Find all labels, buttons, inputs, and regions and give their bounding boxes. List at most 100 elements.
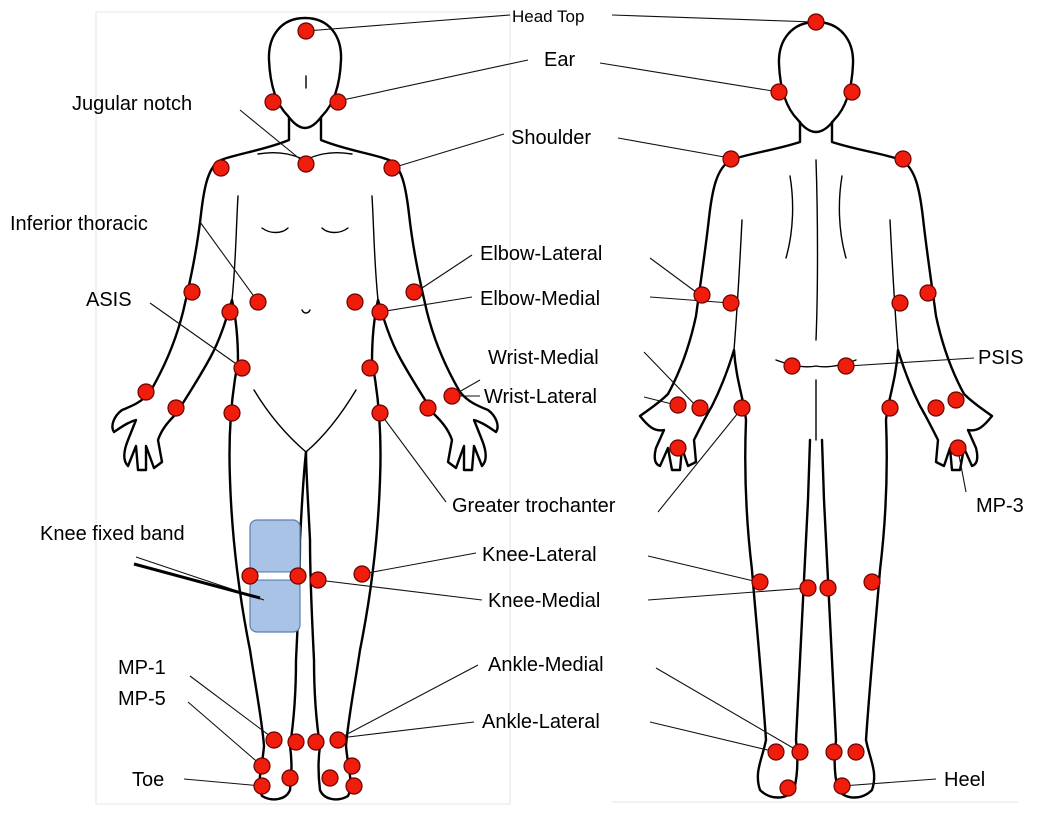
label-shoulder: Shoulder (511, 127, 591, 149)
marker-back-elbow-lateral-left (694, 287, 710, 303)
knee-band-pointer (134, 564, 260, 598)
label-mp1: MP-1 (118, 657, 166, 679)
label-head-top: Head Top (512, 7, 584, 26)
marker-back-psis-left (784, 358, 800, 374)
label-wrist-lateral: Wrist-Lateral (484, 386, 597, 408)
back-inner-arm-left (734, 220, 742, 350)
marker-back-ear-right (844, 84, 860, 100)
front-panel-edge (96, 12, 510, 804)
front-right-side (306, 118, 498, 799)
marker-front-mp5-right (344, 758, 360, 774)
marker-front-wrist-medial-right (420, 400, 436, 416)
marker-back-heel-left (780, 780, 796, 796)
marker-front-ankle-lateral-right (330, 732, 346, 748)
label-jugular-notch: Jugular notch (72, 93, 192, 115)
back-left-scapula (786, 176, 793, 258)
label-psis: PSIS (978, 347, 1024, 369)
marker-front-toe-right (346, 778, 362, 794)
marker-back-knee-lateral-left (752, 574, 768, 590)
marker-back-elbow-medial-right (892, 295, 908, 311)
marker-back-mp3-right (950, 440, 966, 456)
marker-back-knee-medial-left (800, 580, 816, 596)
back-head (779, 22, 853, 132)
marker-front-toe-left (254, 778, 270, 794)
marker-front-ankle-medial-right (308, 734, 324, 750)
marker-front-elbow-lateral-left (184, 284, 200, 300)
marker-front-knee-medial-left (290, 568, 306, 584)
marker-front-elbow-medial-right (372, 304, 388, 320)
label-heel: Heel (944, 769, 985, 791)
label-mp3: MP-3 (976, 495, 1024, 517)
marker-front-mp1-left (282, 770, 298, 786)
marker-back-ear-left (771, 84, 787, 100)
marker-back-shoulder-right (895, 151, 911, 167)
marker-back-elbow-lateral-right (920, 285, 936, 301)
marker-back-ankle-medial-left (792, 744, 808, 760)
marker-front-ear-left (265, 94, 281, 110)
label-elbow-medial: Elbow-Medial (480, 288, 600, 310)
marker-back-shoulder-left (723, 151, 739, 167)
marker-front-knee-medial-right (310, 572, 326, 588)
marker-front-ankle-lateral-left (266, 732, 282, 748)
label-ankle-lateral: Ankle-Lateral (482, 711, 600, 733)
marker-front-ear-right (330, 94, 346, 110)
marker-back-ankle-lateral-right (848, 744, 864, 760)
marker-front-knee-lateral-right (354, 566, 370, 582)
marker-back-elbow-medial-left (723, 295, 739, 311)
marker-front-wrist-lateral-right (444, 388, 460, 404)
marker-front-wrist-lateral-left (138, 384, 154, 400)
back-right-side (822, 122, 992, 798)
front-right-inner-arm (372, 196, 378, 300)
marker-back-wrist-lateral-right (948, 392, 964, 408)
marker-front-asis-left (234, 360, 250, 376)
label-asis: ASIS (86, 289, 132, 311)
marker-front-trochanter-left (224, 405, 240, 421)
marker-front-ankle-medial-left (288, 734, 304, 750)
marker-back-ankle-medial-right (826, 744, 842, 760)
marker-front-shoulder-left (213, 160, 229, 176)
label-wrist-medial: Wrist-Medial (488, 347, 599, 369)
label-knee-lateral: Knee-Lateral (482, 544, 597, 566)
front-left-nipple (262, 228, 288, 233)
label-mp5: MP-5 (118, 688, 166, 710)
marker-back-trochanter-right (882, 400, 898, 416)
marker-front-elbow-lateral-right (406, 284, 422, 300)
label-ankle-medial: Ankle-Medial (488, 654, 604, 676)
marker-back-wrist-medial-right (928, 400, 944, 416)
marker-back-wrist-medial-left (692, 400, 708, 416)
label-knee-fixed-band: Knee fixed band (40, 523, 185, 545)
label-greater-trochanter: Greater trochanter (452, 495, 616, 517)
label-knee-medial: Knee-Medial (488, 590, 600, 612)
front-groin (254, 390, 356, 452)
knee-band-upper (250, 520, 300, 572)
marker-back-trochanter-left (734, 400, 750, 416)
marker-back-ankle-lateral-left (768, 744, 784, 760)
label-toe: Toe (132, 769, 164, 791)
marker-front-inferior-thoracic-left (250, 294, 266, 310)
marker-front-shoulder-right (384, 160, 400, 176)
marker-back-head-top (808, 14, 824, 30)
marker-front-asis-right (362, 360, 378, 376)
back-right-scapula (839, 176, 846, 258)
knee-band-lower (250, 580, 300, 632)
marker-front-jugular-notch (298, 156, 314, 172)
marker-front-inferior-thoracic-right (347, 294, 363, 310)
marker-front-wrist-medial-left (168, 400, 184, 416)
back-inner-arm-right (890, 220, 898, 350)
label-inferior-thoracic: Inferior thoracic (10, 213, 148, 235)
marker-back-wrist-lateral-left (670, 397, 686, 413)
marker-front-mp1-right (322, 770, 338, 786)
front-left-inner-arm (232, 196, 238, 300)
marker-back-heel-right (834, 778, 850, 794)
marker-front-mp5-left (254, 758, 270, 774)
marker-back-psis-right (838, 358, 854, 374)
back-left-side (640, 122, 810, 798)
marker-front-knee-lateral-left (242, 568, 258, 584)
label-elbow-lateral: Elbow-Lateral (480, 243, 602, 265)
front-right-nipple (322, 228, 348, 233)
marker-back-knee-medial-right (820, 580, 836, 596)
marker-front-trochanter-right (372, 405, 388, 421)
back-spine (816, 160, 818, 340)
